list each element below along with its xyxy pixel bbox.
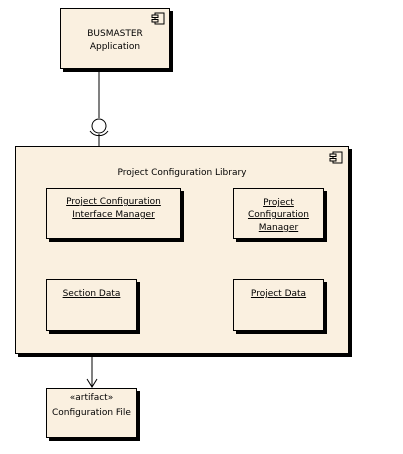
config-file-artifact <box>46 388 137 438</box>
interface-manager-component <box>46 188 181 239</box>
config-manager-line3: Manager <box>258 223 299 233</box>
provided-interface-ball <box>91 118 107 134</box>
config-file-stereotype: «artifact» <box>69 393 114 403</box>
project-data-label: Project Data <box>250 289 307 299</box>
config-manager-line2: Configuration <box>247 210 310 220</box>
config-file-label: Configuration File <box>52 408 131 418</box>
application-name-line2: Application <box>89 42 141 52</box>
project-data-component <box>233 279 324 331</box>
section-data-label: Section Data <box>62 289 121 299</box>
interface-manager-line1: Project Configuration <box>66 197 161 207</box>
section-data-component <box>46 279 137 331</box>
library-title: Project Configuration Library <box>117 168 247 178</box>
config-manager-component <box>233 188 324 239</box>
config-manager-line1: Project <box>263 198 294 208</box>
interface-manager-line2: Interface Manager <box>72 210 155 220</box>
application-name-line1: BUSMASTER <box>87 29 143 39</box>
arrowhead-config-file <box>86 378 98 388</box>
